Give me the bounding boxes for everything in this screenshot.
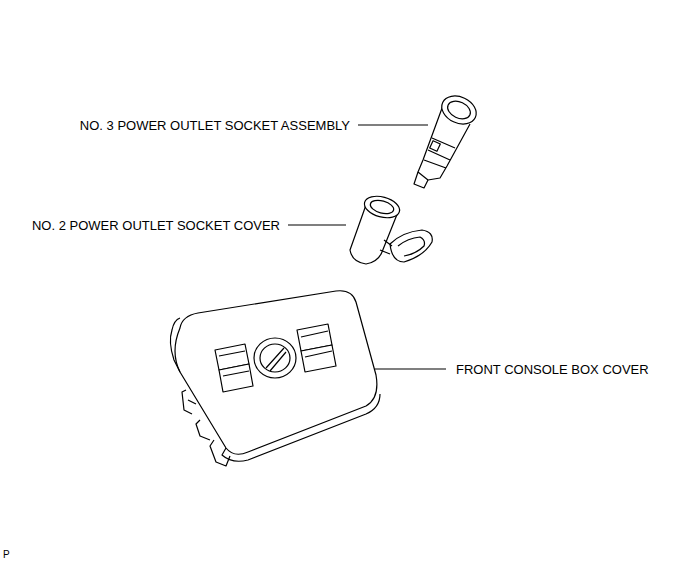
leader-line xyxy=(375,368,446,369)
leader-line xyxy=(288,224,346,225)
part-name: NO. 3 POWER OUTLET SOCKET ASSEMBLY xyxy=(80,118,350,133)
console-box-cover xyxy=(170,291,380,466)
part-name: NO. 2 POWER OUTLET SOCKET COVER xyxy=(32,218,280,233)
leader-line xyxy=(358,124,428,125)
socket-assembly xyxy=(414,91,481,188)
socket-cover xyxy=(350,193,432,264)
part-name: FRONT CONSOLE BOX COVER xyxy=(456,362,649,377)
page-code: P xyxy=(3,549,10,561)
